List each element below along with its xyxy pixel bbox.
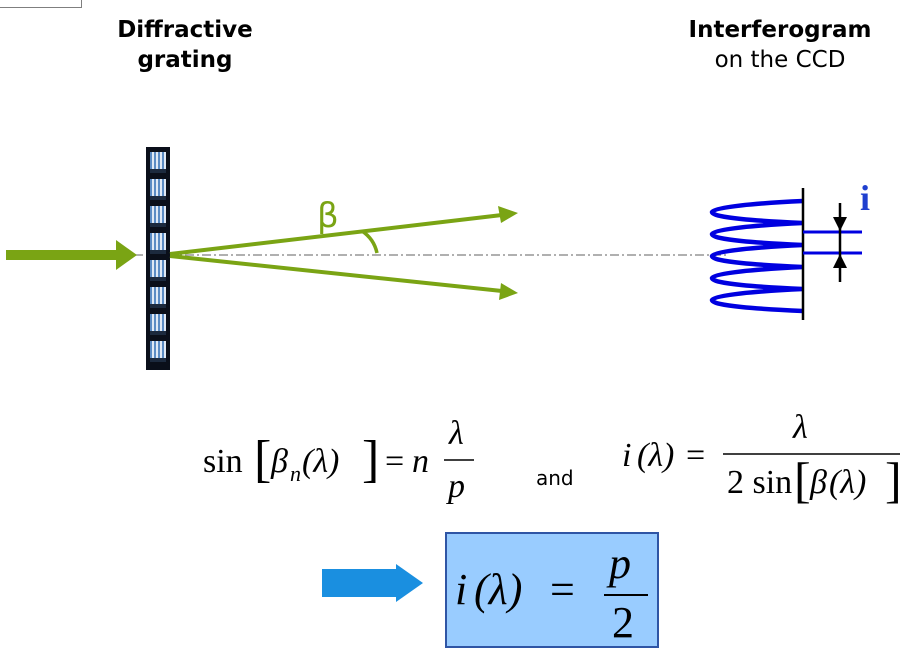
result-equation: i (λ) = p 2 [455, 539, 648, 647]
spacing-dimension-arrows [833, 203, 847, 282]
eq1-numerator: λ [448, 415, 464, 452]
eq2-lambda-arg: (λ) [637, 437, 674, 474]
beta-angle-label: β [317, 196, 339, 236]
eq2-numerator: λ [792, 409, 808, 446]
interferogram-label-line2: on the CCD [714, 47, 846, 73]
eq2-i: i [622, 437, 631, 474]
eq2-denominator-beta: β [809, 464, 827, 501]
result-denominator: 2 [612, 598, 634, 647]
eq1-sub-n: n [290, 461, 301, 486]
eq1-lambda-arg: (λ) [302, 443, 339, 480]
grating-equation: sin [ β n (λ) ] = n λ p [203, 415, 474, 505]
eq1-equals: = [385, 443, 404, 480]
interferogram-fringes [709, 198, 804, 314]
eq2-equals: = [686, 437, 705, 474]
eq1-denominator: p [446, 468, 465, 505]
result-arrow [322, 564, 423, 602]
eq2-bracket-right: ] [885, 452, 902, 508]
eq2-bracket-left: [ [794, 452, 811, 508]
eq1-bracket-right: ] [362, 431, 379, 488]
result-box [445, 532, 659, 648]
and-connector: and [536, 466, 574, 490]
eq2-denominator-prefix: 2 sin [727, 464, 792, 501]
grating-label-line1: Diffractive [117, 17, 253, 43]
result-lambda-arg: (λ) [474, 565, 522, 614]
eq1-bracket-left: [ [254, 431, 271, 488]
eq1-sin: sin [203, 443, 243, 480]
eq2-denominator-arg: (λ) [829, 464, 866, 501]
result-numerator: p [606, 539, 631, 588]
incident-beam-arrow [6, 240, 137, 270]
diffraction-grating [146, 147, 170, 370]
eq1-beta: β [270, 443, 288, 480]
result-i: i [455, 565, 467, 614]
eq1-n: n [412, 443, 429, 480]
result-equals: = [550, 565, 575, 614]
interferogram-label: Interferogram on the CCD [660, 15, 900, 75]
grating-label-line2: grating [137, 47, 233, 73]
diffracted-beam-lower [169, 254, 518, 300]
diffracted-beam-upper [169, 206, 518, 256]
corner-frame [0, 0, 82, 8]
fringe-spacing-equation: i (λ) = λ 2 sin [ β (λ) ] [622, 409, 902, 508]
grating-label: Diffractive grating [85, 15, 285, 75]
fringe-spacing-label: i [860, 178, 870, 218]
angle-arc [360, 229, 379, 254]
interferogram-label-line1: Interferogram [688, 17, 872, 43]
